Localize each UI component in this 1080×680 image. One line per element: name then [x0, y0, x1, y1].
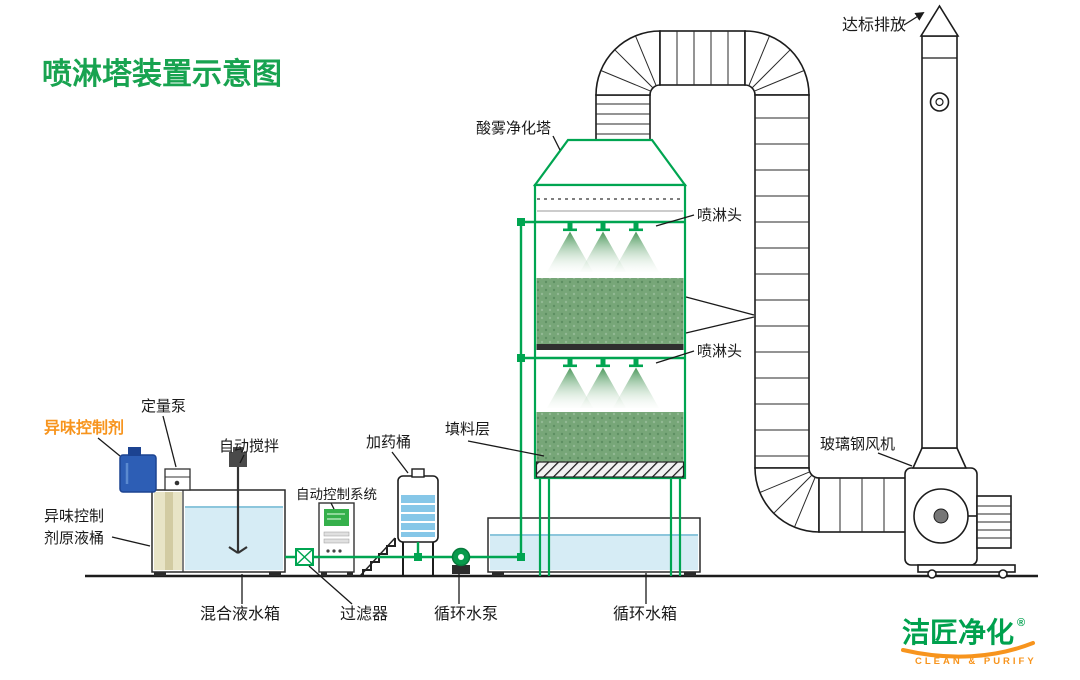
label-circulating-tank: 循环水箱 [613, 605, 677, 623]
stack-flare [911, 447, 968, 469]
discharge-arrow [903, 12, 925, 26]
pipework [285, 218, 536, 561]
circulating-pump [451, 547, 471, 574]
pipe-tee [414, 553, 422, 561]
spray-cone [613, 367, 659, 408]
pipe-tee [517, 218, 525, 226]
pipe-tee [517, 553, 525, 561]
mixing-tank [151, 489, 286, 576]
purification-tower [532, 138, 688, 576]
spray-cone [547, 231, 593, 272]
label-dosing-barrel: 加药桶 [366, 434, 411, 451]
spray-cone [580, 367, 626, 408]
exhaust-duct [595, 30, 908, 533]
control-cabinet [318, 502, 355, 576]
tower-cone [532, 138, 688, 187]
label-spray-head-mid: 喷淋头 [697, 343, 742, 360]
gas-flow-pointer [685, 296, 755, 334]
label-spray-head-top: 喷淋头 [697, 207, 742, 224]
logo-brand: 洁匠净化 [902, 617, 1014, 648]
frp-fan [904, 467, 1016, 579]
label-packing-layer: 填料层 [445, 421, 490, 438]
label-agent-tank-1: 异味控制 [44, 508, 104, 525]
label-agent-tank-2: 剂原液桶 [44, 530, 104, 547]
control-screen [324, 509, 349, 526]
auto-mixer [228, 447, 248, 554]
stack-port [929, 92, 950, 112]
leader-lines [97, 12, 925, 605]
dosing-barrel [397, 468, 439, 576]
label-frp-fan: 玻璃钢风机 [820, 436, 895, 453]
label-metering-pump: 定量泵 [141, 398, 186, 415]
fan-base [917, 564, 1016, 573]
spray-cone [547, 367, 593, 408]
logo: 洁匠净化 ® CLEAN & PURIFY [901, 617, 1037, 667]
fan-wheel [998, 569, 1008, 579]
label-discharge: 达标排放 [842, 16, 906, 34]
exhaust-stack [911, 4, 968, 469]
tower-legs [538, 478, 682, 576]
packing-layer-bottom [536, 412, 684, 462]
fan-wheel [927, 569, 937, 579]
stack-cap [919, 4, 960, 37]
packing-layer-top [536, 278, 684, 344]
spray-header-mid [536, 356, 684, 408]
page-title: 喷淋塔装置示意图 [42, 57, 282, 91]
label-mixing-tank: 混合液水箱 [200, 605, 280, 623]
metering-pump [164, 468, 191, 491]
label-control-system: 自动控制系统 [296, 487, 377, 502]
pipe-tee [517, 354, 525, 362]
label-auto-mixer: 自动搅拌 [219, 438, 279, 455]
spray-cone [613, 231, 659, 272]
spray-header-top [536, 220, 684, 272]
logo-reg-mark: ® [1017, 617, 1025, 629]
support-grid [535, 461, 685, 478]
odor-agent-jug [119, 447, 157, 493]
logo-tagline: CLEAN & PURIFY [915, 656, 1037, 667]
spray-cone [580, 231, 626, 272]
label-tower: 酸雾净化塔 [476, 120, 551, 137]
support-plate [536, 344, 684, 350]
circulating-water-tank [487, 517, 701, 576]
label-circulating-pump: 循环水泵 [434, 605, 498, 623]
mixer-motor [229, 452, 247, 467]
duct-ribs [596, 31, 885, 532]
filter [295, 548, 314, 566]
label-filter: 过滤器 [340, 605, 388, 623]
label-odor-agent: 异味控制剂 [44, 418, 124, 437]
logo-swoosh [901, 641, 1035, 659]
